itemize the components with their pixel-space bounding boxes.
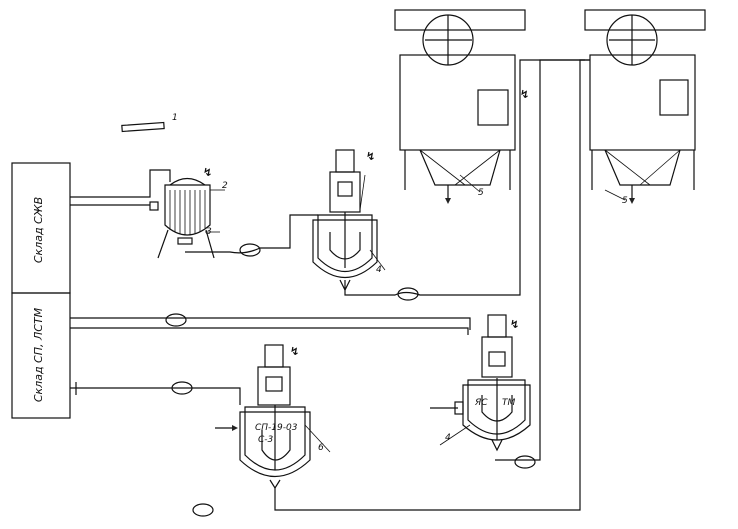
filter-unit-5-right: 5 — [584, 9, 706, 206]
item-1-pipe: 1 — [121, 113, 178, 133]
svg-text:↯: ↯ — [203, 166, 212, 179]
svg-text:1: 1 — [172, 113, 178, 123]
svg-text:5: 5 — [478, 188, 484, 198]
svg-text:↯: ↯ — [290, 345, 299, 358]
warehouse-sp-lstm: Склад СП, ЛСТМ — [11, 292, 71, 419]
svg-text:↯: ↯ — [366, 150, 375, 163]
svg-text:↯: ↯ — [510, 318, 519, 331]
reactor-6: СП-19-03 С-3 6 ↯ — [215, 344, 331, 490]
reactor-4-label-1: ЯС — [474, 398, 488, 408]
svg-text:4: 4 — [376, 265, 382, 275]
svg-text:6: 6 — [318, 443, 324, 453]
warehouse-szhv: Склад СЖВ — [11, 162, 71, 294]
warehouse-sp-lstm-label: Склад СП, ЛСТМ — [32, 307, 45, 402]
reactor-6-label-2: С-3 — [258, 435, 274, 445]
reactor-4-top: 4 ↯ — [312, 149, 386, 292]
svg-text:4: 4 — [445, 433, 451, 443]
svg-text:↯: ↯ — [520, 88, 529, 101]
vessel-2: 2 3 ↯ — [149, 166, 228, 259]
svg-text:3: 3 — [206, 227, 212, 237]
warehouse-szhv-label: Склад СЖВ — [32, 197, 45, 263]
reactor-6-label-1: СП-19-03 — [255, 423, 298, 433]
reactor-4-label-2: ТМ — [502, 398, 515, 408]
reactor-4-bottom: ЯС ТМ 4 ↯ — [430, 314, 531, 452]
svg-text:2: 2 — [222, 181, 228, 191]
svg-text:5: 5 — [622, 196, 628, 206]
hose-symbols — [165, 243, 536, 517]
filter-unit-5-left: 5 ↯ — [394, 9, 529, 204]
pipelines — [70, 59, 590, 511]
